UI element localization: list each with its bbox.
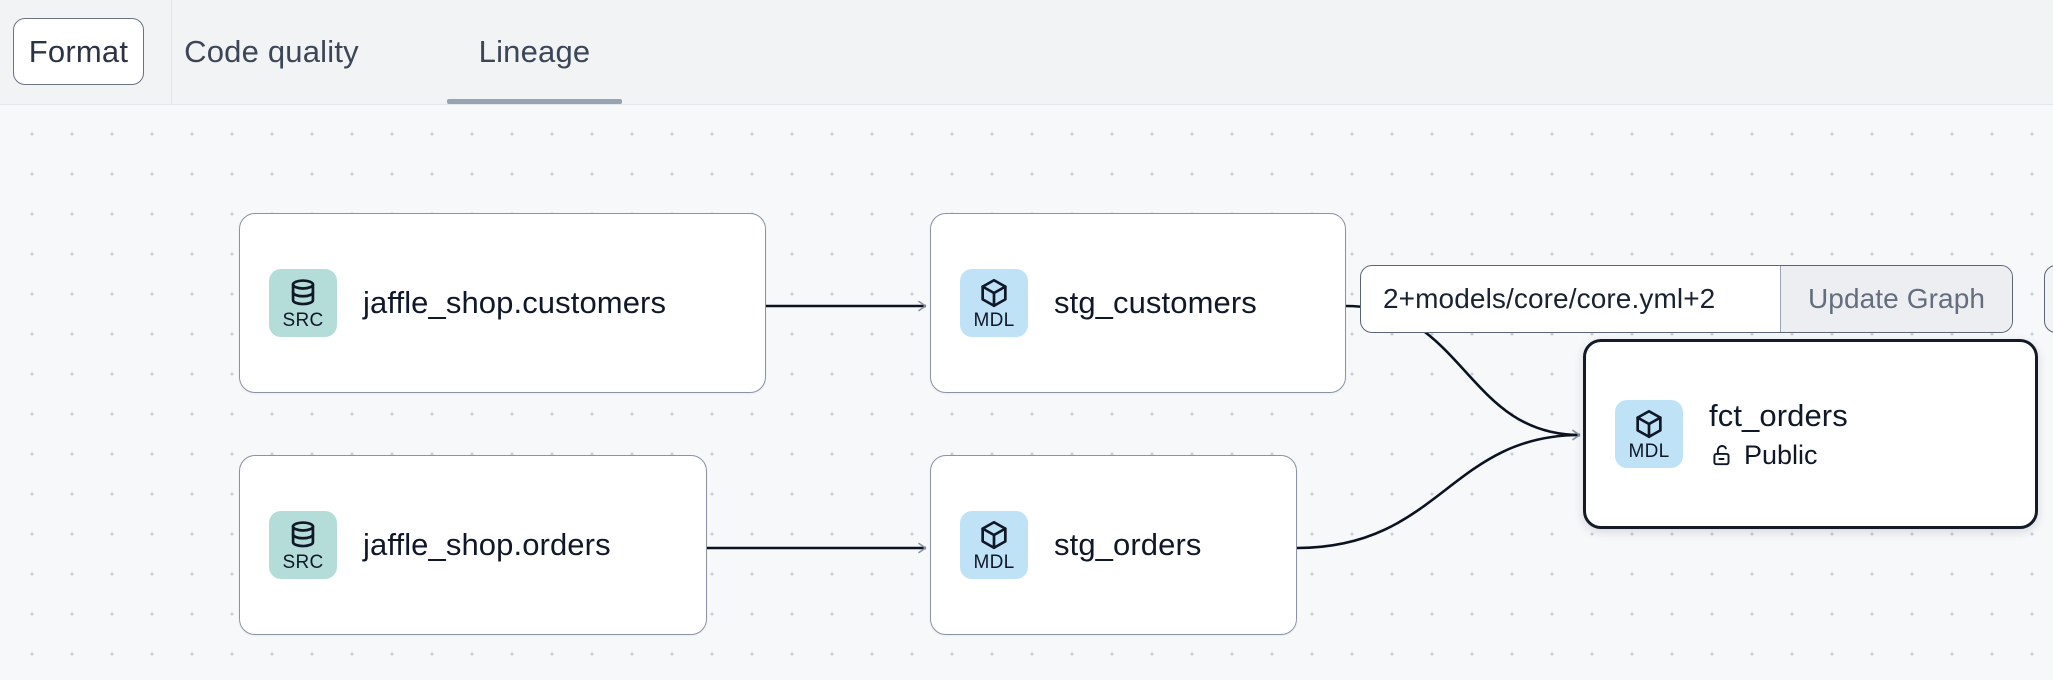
node-title: jaffle_shop.orders (363, 527, 611, 562)
node-access-badge: Public (1709, 440, 1848, 471)
tab-code-quality-label: Code quality (184, 34, 359, 69)
badge-mdl: MDL (1615, 400, 1683, 468)
node-body: jaffle_shop.customers (363, 285, 666, 321)
node-body: fct_orders Public (1709, 398, 1848, 471)
node-title: stg_orders (1054, 527, 1202, 562)
database-icon (291, 521, 315, 548)
badge-src-label: SRC (282, 310, 324, 331)
graph-selector-group: Update Graph (1360, 265, 2013, 333)
badge-src: SRC (269, 511, 337, 579)
lineage-node-fct-orders[interactable]: MDL fct_orders Public (1583, 339, 2038, 529)
badge-mdl: MDL (960, 511, 1028, 579)
lineage-node-stg-orders[interactable]: MDL stg_orders (930, 455, 1297, 635)
update-graph-button[interactable]: Update Graph (1780, 266, 2012, 332)
node-title: jaffle_shop.customers (363, 285, 667, 320)
cube-icon (981, 278, 1007, 308)
node-title: fct_orders (1709, 397, 1848, 433)
offscreen-control[interactable] (2044, 265, 2053, 333)
lineage-node-stg-customers[interactable]: MDL stg_customers (930, 213, 1346, 393)
edge-stg-orders-to-fct-orders (1296, 429, 1581, 550)
unlock-icon (1713, 445, 1730, 466)
format-button[interactable]: Format (13, 18, 144, 85)
lineage-canvas[interactable]: SRC jaffle_shop.customers SRC jaffle_sho… (0, 105, 2053, 680)
node-body: stg_orders (1054, 527, 1201, 563)
cube-icon (1636, 409, 1662, 439)
badge-src: SRC (269, 269, 337, 337)
badge-mdl-label: MDL (973, 552, 1015, 573)
graph-selector-input[interactable] (1361, 266, 1780, 332)
toolbar-left-section: Format (0, 0, 172, 104)
cube-icon (981, 520, 1007, 550)
toolbar: Format Code quality Lineage (0, 0, 2053, 105)
badge-mdl-label: MDL (973, 310, 1015, 331)
lineage-node-src-orders[interactable]: SRC jaffle_shop.orders (239, 455, 707, 635)
node-body: jaffle_shop.orders (363, 527, 611, 563)
badge-mdl-label: MDL (1628, 441, 1670, 462)
lineage-node-src-customers[interactable]: SRC jaffle_shop.customers (239, 213, 766, 393)
tab-code-quality[interactable]: Code quality (184, 0, 359, 104)
node-body: stg_customers (1054, 285, 1257, 321)
node-access-label: Public (1744, 439, 1818, 470)
node-title: stg_customers (1054, 285, 1257, 320)
tab-lineage[interactable]: Lineage (447, 0, 622, 104)
tab-lineage-label: Lineage (478, 34, 591, 69)
database-icon (291, 279, 315, 306)
badge-src-label: SRC (282, 552, 324, 573)
badge-mdl: MDL (960, 269, 1028, 337)
tab-lineage-underline (447, 99, 622, 104)
